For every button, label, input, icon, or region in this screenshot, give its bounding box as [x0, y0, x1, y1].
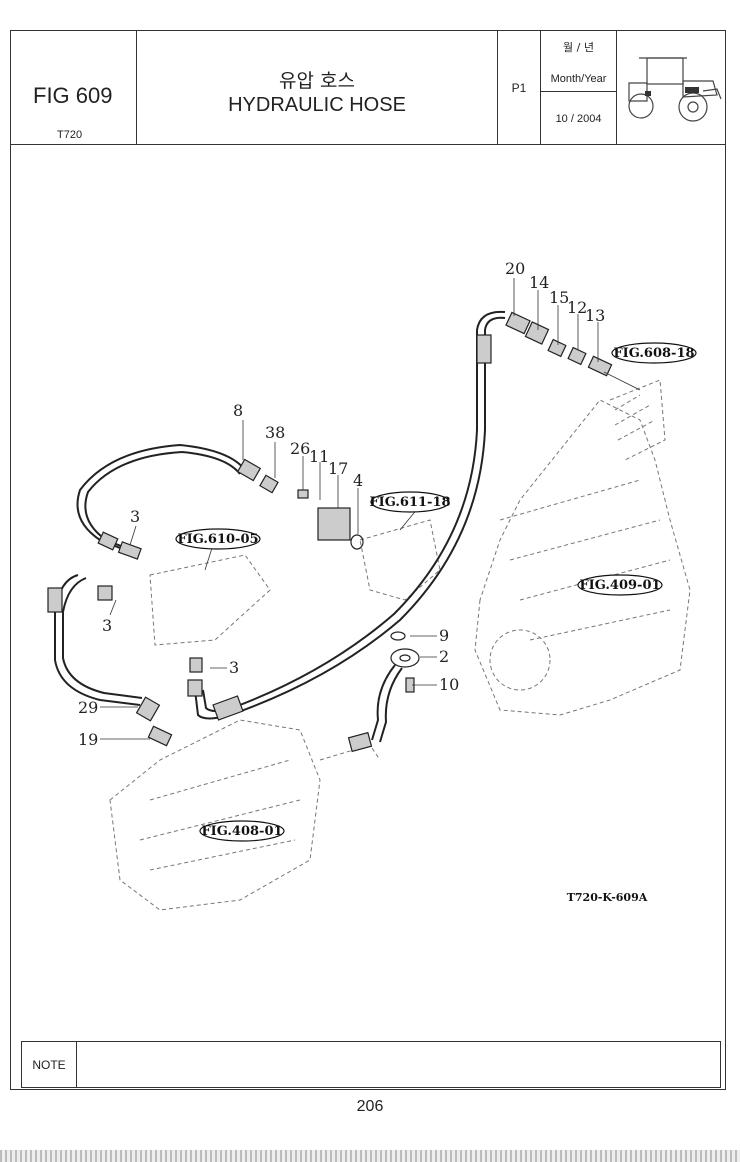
page-code-cell: P1: [498, 31, 541, 144]
tractor-icon: [628, 57, 722, 122]
svg-text:FIG.610-05: FIG.610-05: [177, 532, 258, 547]
scan-artifact: [0, 1150, 740, 1162]
callout-8: 8: [233, 401, 243, 420]
fig-cell: FIG 609 T720: [11, 31, 137, 144]
callout-26: 26: [290, 439, 310, 458]
callout-12: 12: [567, 298, 587, 317]
ref-fig-610-05: FIG.610-05: [175, 528, 261, 550]
svg-text:FIG.408-01: FIG.408-01: [201, 824, 282, 839]
callout-10: 10: [439, 675, 459, 694]
page-number: 206: [356, 1098, 384, 1115]
transmission-outline: [109, 719, 381, 911]
callout-15: 15: [549, 288, 569, 307]
callout-20: 20: [505, 259, 525, 278]
callout-3-lower: 3: [229, 658, 239, 677]
engine-outline: [474, 379, 691, 716]
model-code: T720: [57, 129, 83, 141]
callout-3-left: 3: [102, 616, 112, 635]
note-label: NOTE: [22, 1042, 77, 1087]
ref-fig-408-01: FIG.408-01: [199, 820, 285, 842]
hose-fittings: [47, 311, 613, 753]
figure-references: FIG.608-18 FIG.611-18 FIG.610-05 FIG.409…: [175, 342, 697, 842]
svg-text:FIG.608-18: FIG.608-18: [613, 346, 694, 361]
callout-labels: 20 14 15 12 13 8 38 26 11 17 4 3 3 3 9 2…: [78, 259, 605, 749]
svg-text:FIG.611-18: FIG.611-18: [369, 495, 450, 510]
callout-3-upper: 3: [130, 507, 140, 526]
callout-19: 19: [78, 730, 98, 749]
title-english: HYDRAULIC HOSE: [228, 94, 406, 116]
month-year-korean: 월 / 년: [563, 41, 594, 54]
tractor-thumbnail: [617, 31, 727, 144]
document-sheet: FIG 609 T720 유압 호스 HYDRAULIC HOSE P1 월 /…: [10, 30, 726, 1090]
seals: [350, 534, 420, 668]
date-cell: 월 / 년 Month/Year 10 / 2004: [541, 31, 617, 144]
note-row: NOTE: [21, 1041, 721, 1088]
callout-14: 14: [529, 273, 549, 292]
callout-13: 13: [585, 306, 605, 325]
ref-fig-611-18: FIG.611-18: [369, 491, 451, 513]
callout-29: 29: [78, 698, 98, 717]
page-code: P1: [511, 81, 527, 95]
callout-38: 38: [265, 423, 285, 442]
ref-fig-409-01: FIG.409-01: [577, 574, 663, 596]
callout-4: 4: [353, 471, 363, 490]
drawing-code: T720-K-609A: [567, 891, 648, 904]
callout-11: 11: [309, 447, 329, 466]
valve-block-outline: [149, 519, 441, 646]
hose-lines: [54, 310, 506, 743]
revision-date: 10 / 2004: [555, 113, 602, 125]
callout-17: 17: [328, 459, 348, 478]
title-korean: 유압 호스: [279, 70, 355, 92]
callout-9: 9: [439, 626, 449, 645]
title-cell: 유압 호스 HYDRAULIC HOSE: [137, 31, 498, 144]
ref-fig-608-18: FIG.608-18: [611, 342, 697, 364]
svg-text:FIG.409-01: FIG.409-01: [579, 578, 660, 593]
fig-number: FIG 609: [33, 83, 113, 108]
header-block: FIG 609 T720 유압 호스 HYDRAULIC HOSE P1 월 /…: [11, 31, 725, 145]
callout-2: 2: [439, 647, 449, 666]
date-divider: [541, 91, 616, 92]
month-year-label: Month/Year: [550, 73, 607, 85]
leader-lines: [100, 278, 641, 740]
